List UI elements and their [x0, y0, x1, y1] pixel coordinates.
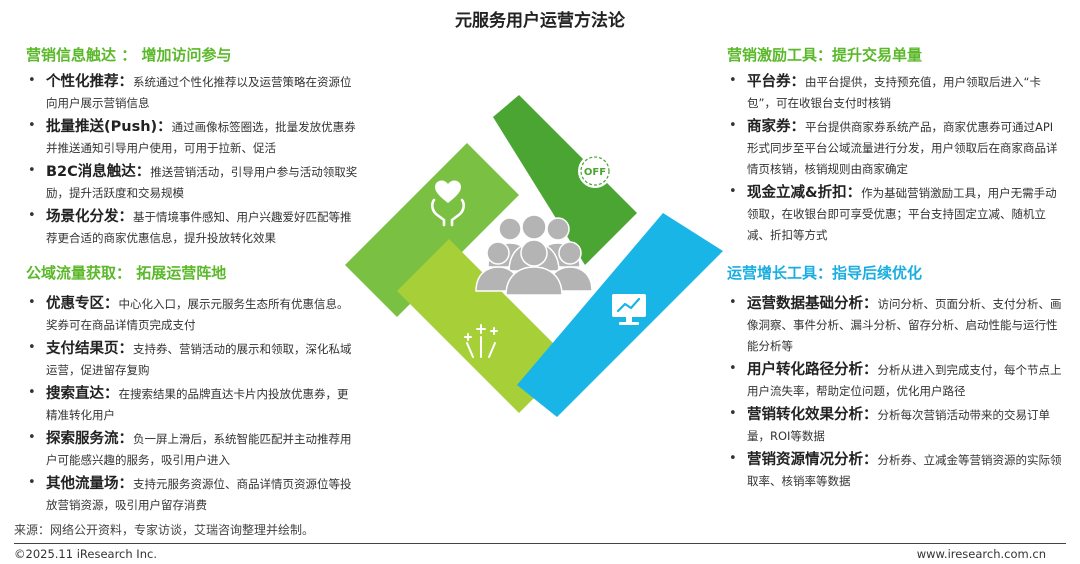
- item-desc: 中心化入口，展示元服务生态所有优惠信息。奖券可在商品详情页完成支付: [46, 297, 349, 332]
- off-tag-icon: OFF: [578, 154, 612, 188]
- item-term: 其他流量场：: [46, 476, 133, 492]
- bullet-icon: •: [28, 295, 36, 310]
- item-desc: 平台提供商家券系统产品，商家优惠券可通过API形式同步至平台公域流量进行分发，用…: [747, 120, 1058, 176]
- methodology-diagram: OFF: [345, 95, 723, 439]
- item-desc: 支持券、营销活动的展示和领取，深化私域运营，促进留存复购: [46, 342, 352, 377]
- item-term: 支付结果页：: [46, 341, 133, 357]
- item-desc: 访问分析、页面分析、支付分析、画像洞察、事件分析、漏斗分析、留存分析、启动性能与…: [747, 297, 1062, 353]
- list-item: • 批量推送(Push)：通过画像标签圈选，批量发放优惠券并推送通知引导用户使用，…: [26, 116, 358, 158]
- people-group-icon: [475, 214, 593, 296]
- list-item: • 优惠专区：中心化入口，展示元服务生态所有优惠信息。奖券可在商品详情页完成支付: [26, 293, 358, 335]
- bullet-icon: •: [729, 118, 737, 133]
- tile-public-traffic: [397, 239, 571, 413]
- item-desc: 基于情境事件感知、用户兴趣爱好匹配等推荐更合适的商家优惠信息，提升投放转化效果: [46, 210, 352, 245]
- bullet-icon: •: [729, 184, 737, 199]
- list-item: • 支付结果页：支持券、营销活动的展示和领取，深化私域运营，促进留存复购: [26, 338, 358, 380]
- item-desc: 负一屏上滑后，系统智能匹配并主动推荐用户可能感兴趣的服务，吸引用户进入: [46, 432, 352, 467]
- bullet-icon: •: [28, 475, 36, 490]
- section-title: 营销信息触达 ： 增加访问参与: [26, 46, 232, 64]
- item-desc: 支持元服务资源位、商品详情页资源位等投放营销资源，吸引用户留存消费: [46, 477, 352, 512]
- section-public-traffic: 公域流量获取： 拓展运营阵地 • 优惠专区：中心化入口，展示元服务生态所有优惠信息…: [26, 262, 358, 518]
- list-item: • 场景化分发：基于情境事件感知、用户兴趣爱好匹配等推荐更合适的商家优惠信息，提升…: [26, 206, 358, 248]
- item-desc: 通过画像标签圈选，批量发放优惠券并推送通知引导用户使用，可用于拉新、促活: [46, 120, 356, 155]
- bullet-icon: •: [28, 163, 36, 178]
- source-note: 来源：网络公开资料，专家访谈，艾瑞咨询整理并绘制。: [14, 523, 315, 537]
- item-term: 场景化分发：: [46, 209, 133, 225]
- tile-growth-tools: [517, 213, 723, 417]
- section-marketing-reach: 营销信息触达 ： 增加访问参与 • 个性化推荐：系统通过个性化推荐以及运营策略在资…: [26, 44, 358, 251]
- list-item: • 商家券：平台提供商家券系统产品，商家优惠券可通过API形式同步至平台公域流量进…: [727, 116, 1062, 179]
- item-term: 探索服务流：: [46, 431, 133, 447]
- list-item: • 搜索直达：在搜索结果的品牌直达卡片内投放优惠券，更精准转化用户: [26, 383, 358, 425]
- monitor-chart-icon: [612, 294, 646, 325]
- item-desc: 分析每次营销活动带来的交易订单量，ROI等数据: [747, 408, 1050, 443]
- bullet-icon: •: [729, 295, 737, 310]
- item-term: 优惠专区：: [46, 296, 119, 312]
- item-term: 搜索直达：: [46, 386, 119, 402]
- list-item: • 其他流量场：支持元服务资源位、商品详情页资源位等投放营销资源，吸引用户留存消费: [26, 473, 358, 515]
- bullet-icon: •: [28, 430, 36, 445]
- off-label: OFF: [584, 167, 606, 178]
- item-desc: 由平台提供，支持预充值，用户领取后进入“卡包”，可在收银台支付时核销: [747, 75, 1041, 110]
- item-term: 平台券：: [747, 74, 805, 90]
- item-term: 商家券：: [747, 119, 805, 135]
- section-title: 公域流量获取： 拓展运营阵地: [26, 264, 227, 282]
- hand-heart-icon: [430, 180, 466, 227]
- bullet-icon: •: [28, 340, 36, 355]
- item-term: 个性化推荐：: [46, 74, 133, 90]
- list-item: • 现金立减&折扣：作为基础营销激励工具，用户无需手动领取，在收银台即可享受优惠；…: [727, 182, 1062, 245]
- list-item: • 营销转化效果分析：分析每次营销活动带来的交易订单量，ROI等数据: [727, 404, 1062, 446]
- list-item: • 平台券：由平台提供，支持预充值，用户领取后进入“卡包”，可在收银台支付时核销: [727, 71, 1062, 113]
- bullet-icon: •: [28, 118, 36, 133]
- fireworks-icon: [464, 324, 498, 358]
- section-incentive-tools: 营销激励工具：提升交易单量 • 平台券：由平台提供，支持预充值，用户领取后进入“卡…: [727, 44, 1062, 248]
- website-link[interactable]: www.iresearch.com.cn: [916, 547, 1046, 561]
- item-desc: 分析券、立减金等营销资源的实际领取率、核销率等数据: [747, 453, 1062, 488]
- item-desc: 分析从进入到完成支付，每个节点上用户流失率，帮助定位问题，优化用户路径: [747, 363, 1062, 398]
- item-term: 营销转化效果分析：: [747, 407, 878, 423]
- page-title: 元服务用户运营方法论: [455, 11, 625, 31]
- tile-incentive-tools: OFF: [493, 95, 637, 265]
- list-item: • 营销资源情况分析：分析券、立减金等营销资源的实际领取率、核销率等数据: [727, 449, 1062, 491]
- item-term: 运营数据基础分析：: [747, 296, 878, 312]
- item-desc: 系统通过个性化推荐以及运营策略在资源位向用户展示营销信息: [46, 75, 352, 110]
- item-term: B2C消息触达：: [46, 164, 151, 180]
- item-desc: 作为基础营销激励工具，用户无需手动领取，在收银台即可享受优惠；平台支持固定立减、…: [747, 186, 1057, 242]
- copyright: ©2025.11 iResearch Inc.: [14, 547, 157, 561]
- list-item: • 用户转化路径分析：分析从进入到完成支付，每个节点上用户流失率，帮助定位问题，优…: [727, 359, 1062, 401]
- section-growth-tools: 运营增长工具：指导后续优化 • 运营数据基础分析：访问分析、页面分析、支付分析、画…: [727, 262, 1062, 494]
- list-item: • B2C消息触达：推送营销活动，引导用户参与活动领取奖励，提升活跃度和交易规模: [26, 161, 358, 203]
- bullet-icon: •: [729, 73, 737, 88]
- section-title: 运营增长工具：指导后续优化: [727, 264, 923, 282]
- list-item: • 探索服务流：负一屏上滑后，系统智能匹配并主动推荐用户可能感兴趣的服务，吸引用户…: [26, 428, 358, 470]
- item-term: 用户转化路径分析：: [747, 362, 878, 378]
- item-term: 现金立减&折扣：: [747, 185, 862, 201]
- item-desc: 在搜索结果的品牌直达卡片内投放优惠券，更精准转化用户: [46, 387, 349, 422]
- bullet-icon: •: [729, 406, 737, 421]
- item-term: 营销资源情况分析：: [747, 452, 878, 468]
- list-item: • 个性化推荐：系统通过个性化推荐以及运营策略在资源位向用户展示营销信息: [26, 71, 358, 113]
- section-title: 营销激励工具：提升交易单量: [727, 46, 923, 64]
- bullet-icon: •: [28, 73, 36, 88]
- bullet-icon: •: [28, 208, 36, 223]
- item-desc: 推送营销活动，引导用户参与活动领取奖励，提升活跃度和交易规模: [46, 165, 358, 200]
- item-term: 批量推送(Push)：: [46, 119, 172, 135]
- bullet-icon: •: [28, 385, 36, 400]
- list-item: • 运营数据基础分析：访问分析、页面分析、支付分析、画像洞察、事件分析、漏斗分析、…: [727, 293, 1062, 356]
- tile-marketing-reach: [345, 143, 519, 317]
- bullet-icon: •: [729, 361, 737, 376]
- bullet-icon: •: [729, 451, 737, 466]
- divider: [14, 543, 1066, 544]
